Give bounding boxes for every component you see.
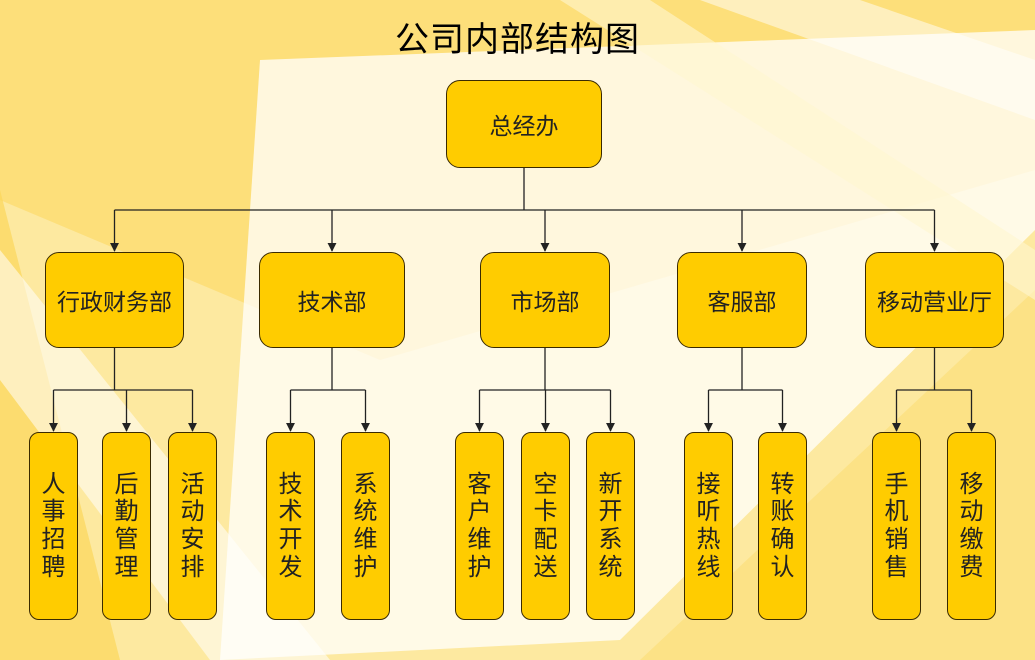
leaf-node-label: 系统维护 (353, 469, 378, 581)
leaf-node-label: 接听热线 (696, 469, 721, 581)
root-node-label: 总经办 (489, 114, 559, 140)
leaf-node-label: 活动安排 (180, 469, 205, 581)
leaf-node-label: 移动缴费 (959, 469, 984, 581)
leaf-node-tech-development[interactable]: 技术开发 (266, 432, 315, 620)
dept-node-label: 移动营业厅 (877, 290, 992, 316)
dept-node-marketing[interactable]: 市场部 (480, 252, 610, 348)
leaf-node-transfer-confirm[interactable]: 转账确认 (758, 432, 807, 620)
leaf-node-label: 后勤管理 (114, 469, 139, 581)
dept-node-label: 客服部 (707, 290, 777, 316)
leaf-node-logistics[interactable]: 后勤管理 (102, 432, 151, 620)
page-title: 公司内部结构图 (395, 20, 640, 60)
leaf-node-label: 手机销售 (884, 469, 909, 581)
leaf-node-system-maintenance[interactable]: 系统维护 (341, 432, 390, 620)
leaf-node-label: 转账确认 (770, 469, 795, 581)
dept-node-label: 行政财务部 (57, 290, 172, 316)
leaf-node-events[interactable]: 活动安排 (168, 432, 217, 620)
leaf-node-mobile-payment[interactable]: 移动缴费 (947, 432, 996, 620)
leaf-node-card-delivery[interactable]: 空卡配送 (521, 432, 570, 620)
leaf-node-new-system[interactable]: 新开系统 (586, 432, 635, 620)
dept-node-label: 市场部 (510, 290, 580, 316)
leaf-node-label: 客户维护 (467, 469, 492, 581)
dept-node-customer-service[interactable]: 客服部 (677, 252, 807, 348)
dept-node-technology[interactable]: 技术部 (259, 252, 405, 348)
leaf-node-label: 新开系统 (598, 469, 623, 581)
dept-node-label: 技术部 (297, 290, 367, 316)
leaf-node-client-maintenance[interactable]: 客户维护 (455, 432, 504, 620)
dept-node-mobile-hall[interactable]: 移动营业厅 (865, 252, 1004, 348)
leaf-node-recruitment[interactable]: 人事招聘 (29, 432, 78, 620)
root-node-general-office[interactable]: 总经办 (446, 80, 602, 168)
leaf-node-label: 技术开发 (278, 469, 303, 581)
leaf-node-label: 空卡配送 (533, 469, 558, 581)
leaf-node-phone-sales[interactable]: 手机销售 (872, 432, 921, 620)
leaf-node-label: 人事招聘 (41, 469, 66, 581)
dept-node-admin-finance[interactable]: 行政财务部 (45, 252, 184, 348)
leaf-node-hotline[interactable]: 接听热线 (684, 432, 733, 620)
